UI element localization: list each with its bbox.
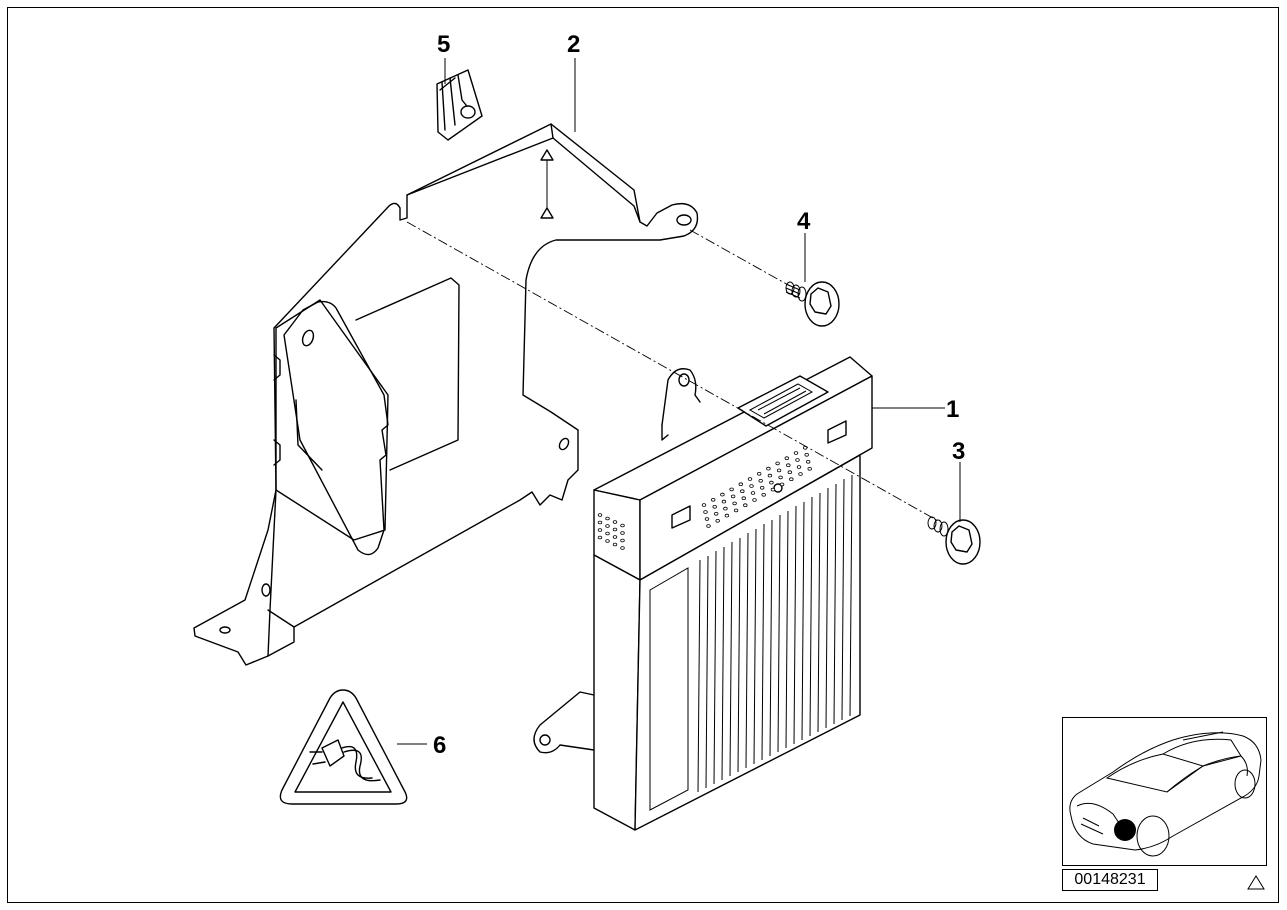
vent-hole [747,477,753,481]
vent-hole [620,523,625,528]
vent-hole [711,497,716,502]
vent-hole [724,513,730,518]
vent-hole [738,482,743,487]
vent-hole [793,451,799,455]
vent-hole [729,487,734,492]
callout-6[interactable]: 6 [433,732,446,759]
vent-hole [750,491,756,495]
vent-hole [767,473,773,478]
vehicle-location-thumbnail [1062,717,1267,866]
vent-holes [597,445,812,550]
vent-hole [795,458,800,462]
vent-hole [758,478,763,483]
vent-hole [597,513,603,517]
vent-hole [778,475,783,480]
vent-hole [732,501,737,506]
vent-hole [760,485,765,490]
diagram-frame [7,7,1279,903]
vent-hole [715,518,720,523]
vent-hole [789,477,794,482]
vent-hole [770,487,776,492]
control-unit[interactable] [533,356,873,831]
document-number: 00148231 [1062,869,1158,891]
vent-hole [612,520,618,524]
vent-hole [757,471,762,476]
vent-hole [605,516,610,521]
vent-hole [798,472,803,476]
vent-hole [597,528,603,532]
vent-hole [733,508,739,513]
vent-hole [704,517,710,521]
callout-3[interactable]: 3 [952,438,965,465]
vent-hole [612,542,618,547]
vent-hole [706,524,711,528]
vent-hole [620,546,625,550]
vent-hole [741,496,746,501]
vent-hole [701,503,707,507]
clip-nut[interactable] [436,69,483,141]
vent-hole [723,506,728,511]
vent-hole [740,489,745,494]
mounting-bracket[interactable] [193,123,699,666]
vent-hole [605,524,610,528]
vent-hole [787,470,792,475]
vent-hole [752,498,757,502]
vent-hole [721,499,727,504]
callout-4[interactable]: 4 [797,208,811,235]
callout-1[interactable]: 1 [946,396,959,423]
screw-3[interactable] [927,516,981,565]
black-dot-icon [1114,819,1136,841]
vent-hole [605,531,610,536]
triangle-icon [1247,875,1265,890]
vent-hole [806,459,811,464]
car-outline [1069,731,1262,857]
vent-hole [766,466,771,471]
vent-hole [620,531,625,535]
vent-hole [761,492,766,497]
callout-2[interactable]: 2 [567,31,580,58]
vent-hole [720,492,725,497]
callout-5[interactable]: 5 [437,31,450,58]
vent-hole [714,511,719,516]
vent-hole [769,480,774,485]
vent-hole [730,494,736,499]
vent-hole [597,535,603,540]
vent-hole [804,452,809,457]
vent-hole [786,463,791,468]
vent-hole [743,503,748,508]
vent-hole [784,456,789,461]
vent-hole [597,520,603,525]
vent-hole [779,482,785,487]
electrical-plug-warning-triangle-icon[interactable] [279,689,408,805]
vent-hole [612,527,618,532]
vent-hole [620,538,625,543]
vent-hole [776,468,782,473]
vent-hole [796,465,802,469]
vent-hole [712,504,717,509]
vent-hole [775,461,780,466]
vent-hole [605,539,610,543]
vent-hole [703,510,708,514]
vent-hole [749,484,754,488]
vent-hole [807,466,812,471]
vent-hole [612,535,618,539]
screw-4[interactable] [785,281,840,327]
